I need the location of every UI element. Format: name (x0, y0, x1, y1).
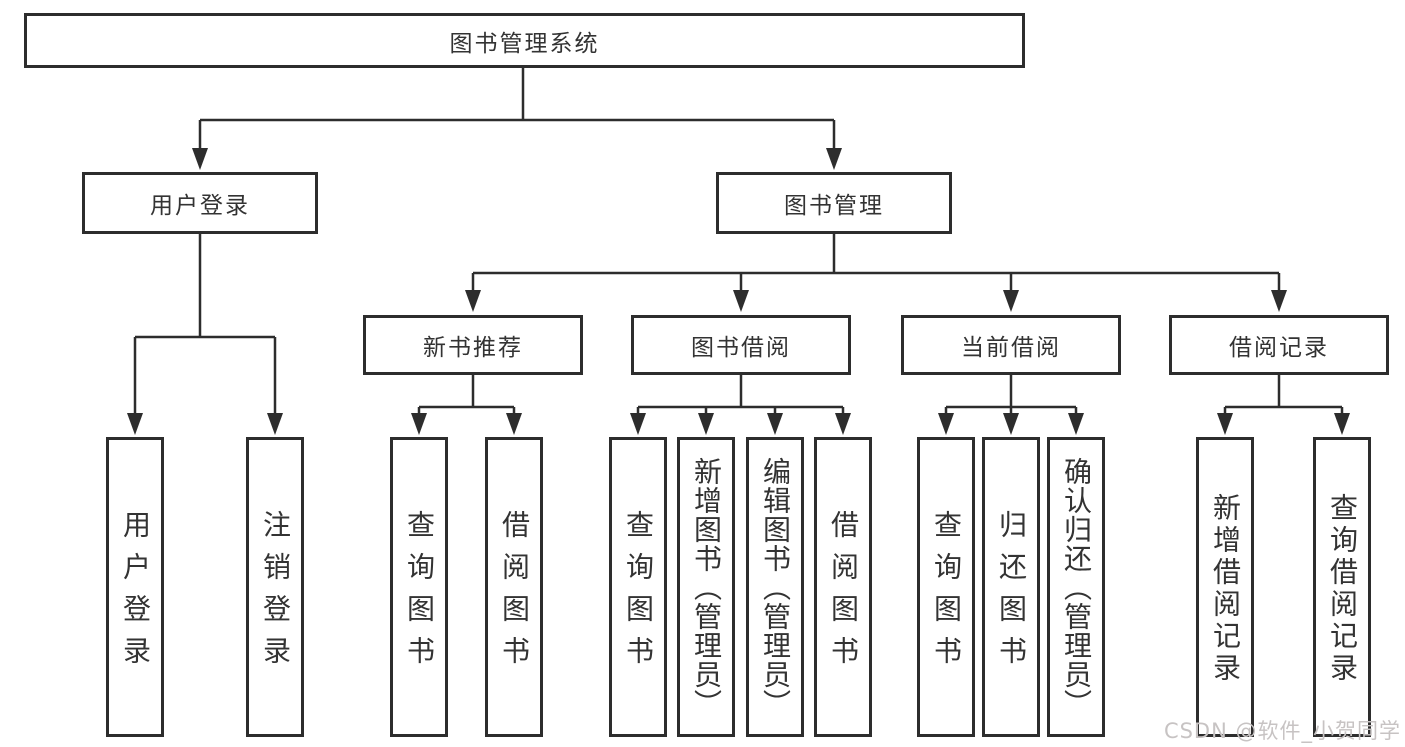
node-borrowing-query-leaf: 查询图书 (609, 437, 667, 737)
node-newbook-borrow-leaf-label: 借阅图书 (498, 510, 531, 678)
node-current-borrowing-label: 当前借阅 (961, 335, 1061, 361)
csdn-watermark: CSDN @软件_小贺同学 (1163, 719, 1401, 743)
node-record-add-leaf: 新增借阅记录 (1196, 437, 1254, 737)
node-newbook-borrow-leaf: 借阅图书 (485, 437, 543, 737)
node-borrowing-query-leaf-label: 查询图书 (622, 510, 655, 678)
node-new-book-recommend-label: 新书推荐 (423, 335, 523, 361)
node-current-confirm-leaf-label: 确认归还（管理员） (1060, 457, 1093, 718)
node-record-query-leaf: 查询借阅记录 (1313, 437, 1371, 737)
node-borrow-records-label: 借阅记录 (1229, 335, 1329, 361)
node-current-confirm-leaf: 确认归还（管理员） (1047, 437, 1105, 737)
node-book-management: 图书管理 (716, 172, 952, 234)
node-new-book-recommend: 新书推荐 (363, 315, 583, 375)
node-borrowing-borrow-leaf-label: 借阅图书 (827, 510, 860, 678)
node-record-query-leaf-label: 查询借阅记录 (1326, 493, 1359, 685)
node-borrowing-add-leaf: 新增图书（管理员） (677, 437, 735, 737)
node-record-add-leaf-label: 新增借阅记录 (1209, 493, 1242, 685)
node-book-borrowing: 图书借阅 (631, 315, 851, 375)
node-borrowing-add-leaf-label: 新增图书（管理员） (690, 457, 723, 718)
node-borrowing-borrow-leaf: 借阅图书 (814, 437, 872, 737)
node-root-label: 图书管理系统 (449, 30, 600, 57)
node-borrowing-edit-leaf-label: 编辑图书（管理员） (759, 457, 792, 718)
node-user-login-branch: 用户登录 (82, 172, 318, 234)
node-borrowing-edit-leaf: 编辑图书（管理员） (746, 437, 804, 737)
node-borrow-records: 借阅记录 (1169, 315, 1389, 375)
node-logout-leaf-label: 注销登录 (259, 510, 292, 678)
node-current-query-leaf: 查询图书 (917, 437, 975, 737)
arrowheads (127, 148, 1350, 435)
node-user-login-leaf-label: 用户登录 (119, 510, 152, 678)
node-newbook-query-leaf-label: 查询图书 (403, 510, 436, 678)
node-root: 图书管理系统 (24, 13, 1025, 68)
node-user-login-leaf: 用户登录 (106, 437, 164, 737)
node-current-query-leaf-label: 查询图书 (930, 510, 963, 678)
node-book-borrowing-label: 图书借阅 (691, 335, 791, 361)
node-newbook-query-leaf: 查询图书 (390, 437, 448, 737)
node-book-management-label: 图书管理 (784, 193, 884, 219)
node-logout-leaf: 注销登录 (246, 437, 304, 737)
node-user-login-branch-label: 用户登录 (150, 193, 250, 219)
node-current-borrowing: 当前借阅 (901, 315, 1121, 375)
node-current-return-leaf-label: 归还图书 (995, 510, 1028, 678)
node-current-return-leaf: 归还图书 (982, 437, 1040, 737)
